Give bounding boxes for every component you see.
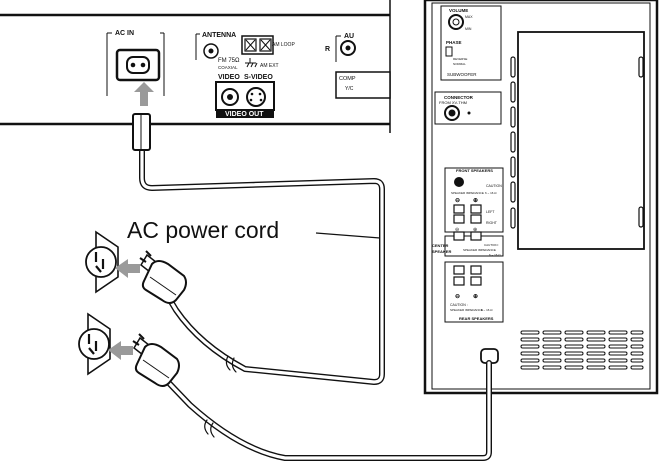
- vent-slots-vertical: [510, 56, 644, 229]
- front-impedance-value: 6 ~ 16 Ω: [485, 191, 497, 195]
- mains-plug-top: [139, 250, 187, 304]
- center-impedance-label: SPEAKER IMPEDANCE: [463, 248, 496, 252]
- insert-arrow-outlet-top: [115, 259, 140, 278]
- audio-section: AU R COMP Y/C: [325, 33, 391, 99]
- receiver-rear-panel: AC IN ANTENNA FM 75Ω COAXIAL: [0, 0, 391, 133]
- s-video-label: S-VIDEO: [244, 74, 273, 81]
- subwoofer-label: SUBWOOFER: [447, 72, 477, 77]
- fm-label: FM 75Ω: [218, 58, 240, 64]
- front-speaker-terminals: [453, 204, 482, 224]
- video-label: VIDEO: [218, 74, 240, 81]
- comp-sub-label: Y/C: [345, 86, 354, 92]
- svg-text:⊕: ⊕: [473, 227, 477, 233]
- speaker-label: SPEAKER: [432, 249, 451, 254]
- callout-leader-line: [315, 232, 381, 239]
- am-ext-label: AM EXT: [260, 63, 279, 69]
- comp-label: COMP: [339, 76, 356, 82]
- rear-impedance-label: SPEAKER IMPEDANCE: [450, 308, 483, 312]
- ac-in-socket: AC IN: [106, 30, 165, 96]
- wall-outlet-top: [85, 230, 119, 294]
- rear-caution-label: CAUTION :: [450, 303, 468, 307]
- ac-cord-receiver: [139, 147, 385, 385]
- ac-power-cord-label: AC power cord: [127, 217, 279, 243]
- heatsink-plate: [517, 31, 645, 250]
- minus-symbol-rear: ⊖: [455, 294, 460, 300]
- wall-outlet-bottom: [78, 312, 111, 376]
- insert-arrow-outlet-bottom: [108, 341, 133, 360]
- s-video-jack: [246, 87, 266, 107]
- subwoofer-rear-panel: VOLUME MAX MIN PHASE REVERSE NORMAL SUBW…: [423, 0, 659, 395]
- front-speaker-indicator: [454, 177, 464, 187]
- front-caution-label: CAUTION :: [486, 184, 504, 188]
- svg-text:⊖: ⊖: [455, 227, 459, 233]
- right-label: RIGHT: [486, 221, 498, 225]
- coaxial-label: COAXIAL: [218, 65, 238, 70]
- rear-impedance-value: 6 ~ 16 Ω: [481, 308, 493, 312]
- center-impedance-value: 6 ~ 16 Ω: [489, 253, 501, 257]
- am-loop-label: AM LOOP: [272, 42, 295, 48]
- center-caution-label: CAUTION :: [484, 243, 499, 247]
- rear-speakers-label: REAR SPEAKERS: [459, 316, 494, 321]
- ac-cord-subwoofer: [165, 360, 492, 461]
- insert-arrow-receiver: [134, 82, 154, 106]
- minus-symbol-front: ⊖: [455, 198, 460, 204]
- antenna-terminal: ANTENNA FM 75Ω COAXIAL AM LOOP AM EXT: [195, 32, 295, 70]
- r-label: R: [325, 46, 330, 53]
- antenna-label: ANTENNA: [202, 32, 236, 39]
- min-label: MIN: [465, 27, 472, 31]
- phase-switch: [445, 46, 453, 57]
- max-label: MAX: [465, 15, 473, 19]
- left-label: LEFT: [486, 210, 495, 214]
- plus-symbol-rear: ⊕: [473, 294, 478, 300]
- connector-label: CONNECTOR: [444, 95, 474, 100]
- video-out-label: VIDEO OUT: [225, 111, 264, 118]
- vent-slots-horizontal: [520, 330, 644, 370]
- front-speakers-label: FRONT SPEAKERS: [456, 168, 493, 173]
- normal-label: NORMAL: [453, 62, 466, 66]
- mains-plug-bottom: [132, 333, 180, 387]
- ac-in-label: AC IN: [115, 30, 134, 37]
- volume-label: VOLUME: [449, 8, 468, 13]
- plus-symbol-front: ⊕: [473, 198, 478, 204]
- reverse-label: REVERSE: [453, 57, 467, 61]
- rear-speaker-terminals: [453, 265, 482, 286]
- ac-plug-receiver: [132, 113, 151, 151]
- phase-label: PHASE: [446, 40, 462, 45]
- video-out-panel: VIDEO S-VIDEO VIDEO OUT: [215, 74, 275, 118]
- front-impedance-label: SPEAKER IMPEDANCE: [451, 191, 484, 195]
- audio-label: AU: [344, 33, 354, 40]
- center-label: CENTER: [432, 243, 449, 248]
- connector-from-label: FROM XV-THM: [439, 100, 467, 105]
- center-speaker-terminals: [453, 231, 482, 241]
- ac-power-cord-callout: AC power cord: [127, 217, 381, 243]
